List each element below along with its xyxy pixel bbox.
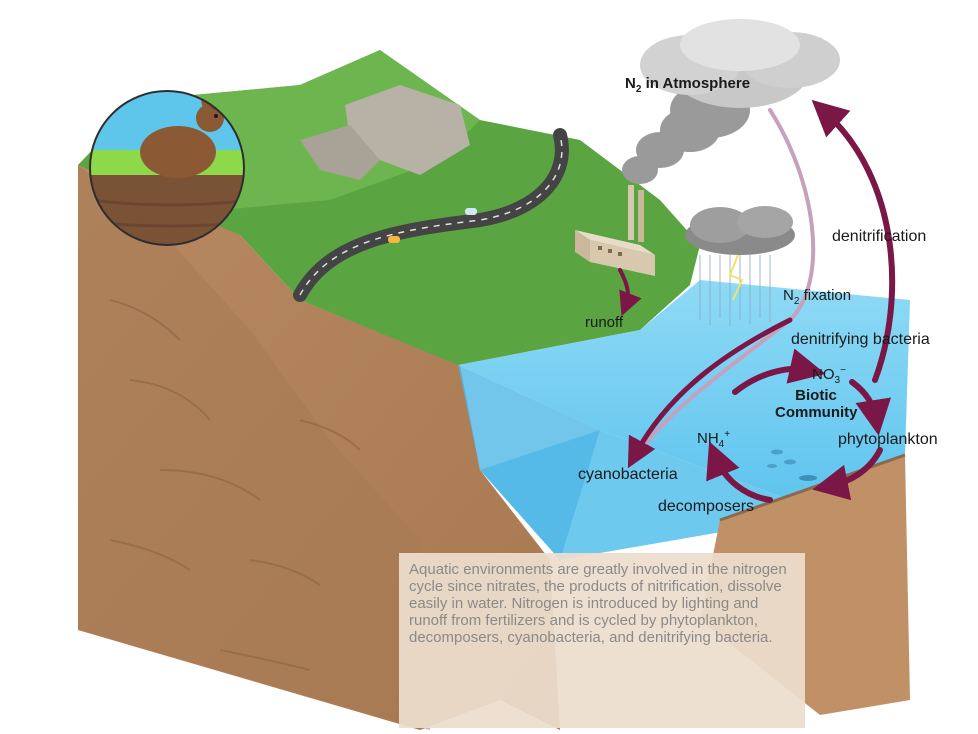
runoff-arrow <box>618 268 642 317</box>
car-icon <box>388 236 400 243</box>
fixation-to-cyano-arrow <box>627 317 793 469</box>
decomposers-to-nh4-arrow <box>706 441 773 503</box>
phytoplankton-label: phytoplankton <box>838 431 938 448</box>
runoff-label: runoff <box>585 314 624 331</box>
nh4-to-no3-arrow <box>732 348 826 395</box>
smoke-cloud <box>622 19 840 184</box>
cyanobacteria-label: cyanobacteria <box>578 466 678 483</box>
caption-box: Aquatic environments are greatly involve… <box>399 553 805 728</box>
decomposers-label: decomposers <box>658 498 755 515</box>
no3-to-phyto-arrow <box>849 379 892 436</box>
atmosphere-label: N2 in Atmosphere <box>625 75 751 95</box>
storm-cloud-icon <box>685 206 795 326</box>
n2-fixation-label: N2 fixation <box>783 287 852 307</box>
factory-icon <box>575 185 655 276</box>
nitrate-label: NO3− <box>812 365 846 386</box>
rock-cliff <box>345 85 470 175</box>
water-front <box>458 365 600 560</box>
denitrification-label: denitrification <box>832 228 927 245</box>
denitrification-arrow <box>811 99 896 383</box>
ammonium-label: NH4+ <box>697 429 731 450</box>
soil-cliff-shadow <box>78 165 430 730</box>
biotic-community-label: Biotic Community <box>775 387 858 421</box>
phyto-to-decomposers-arrow <box>812 447 883 501</box>
denitrifying-bacteria-label: denitrifying bacteria <box>791 331 930 348</box>
fish-icon <box>767 449 817 481</box>
soil-strata <box>109 299 361 671</box>
car-icon <box>465 208 477 215</box>
